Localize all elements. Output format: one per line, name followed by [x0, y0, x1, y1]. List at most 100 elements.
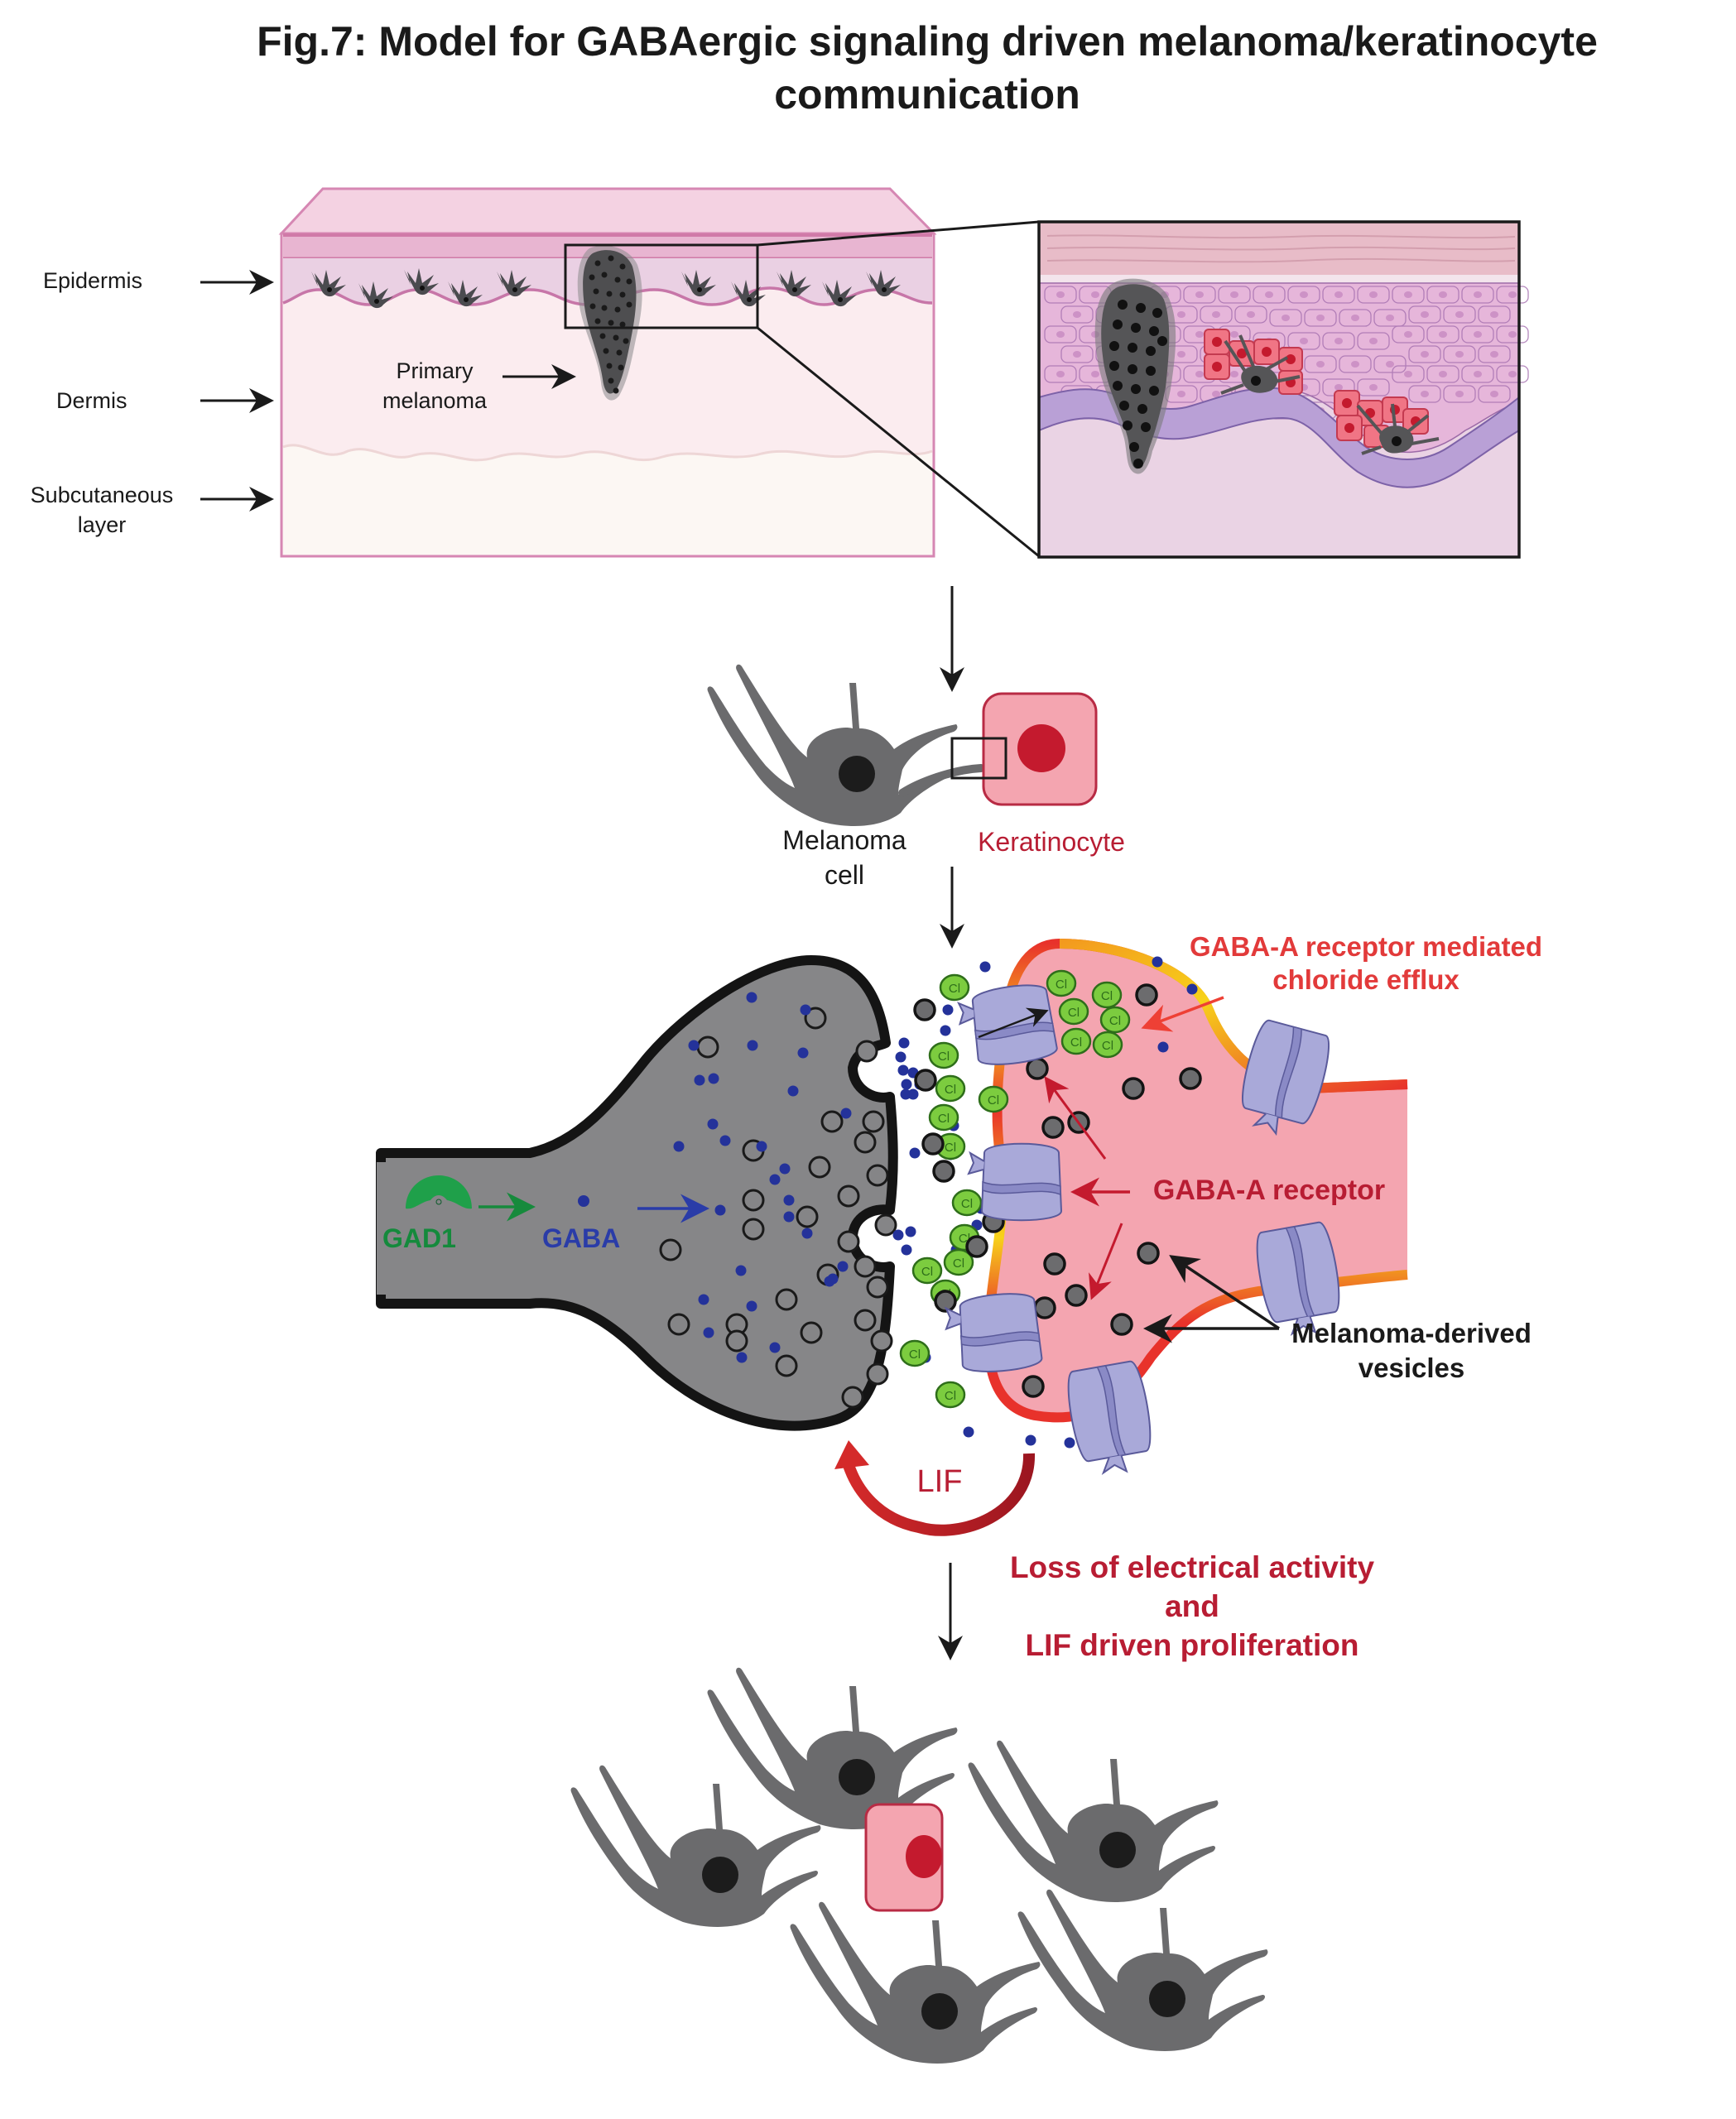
epidermal-cell-nucleus [1439, 371, 1447, 377]
figure-title: Fig.7: Model for GABAergic signaling dri… [0, 15, 1736, 121]
epidermal-cell-nucleus [1316, 315, 1325, 321]
chloride-ion [899, 1339, 931, 1367]
epidermal-cell [1304, 355, 1337, 373]
epidermal-cell-nucleus [1073, 351, 1081, 358]
label-melanoma-cell: Melanoma cell [762, 823, 927, 892]
epidermal-cell-nucleus [1282, 315, 1290, 321]
epidermal-cell-nucleus [1351, 315, 1359, 321]
epidermal-cell-nucleus [1195, 331, 1204, 338]
epidermal-cell-nucleus [1351, 361, 1359, 368]
gaba-molecule [707, 1118, 719, 1130]
melanoma-vesicle [742, 1189, 765, 1212]
gaba-molecule [698, 1294, 709, 1305]
epidermal-cell-nucleus [1177, 391, 1185, 397]
gaba-molecule [940, 1025, 951, 1036]
label-subcutaneous-line2: layer [77, 512, 127, 537]
keratinocyte-icon [864, 1803, 944, 1912]
primary-melanoma-tumor [577, 245, 642, 401]
melanoma-cell-icon [968, 1740, 1219, 1902]
epidermal-cell [1357, 332, 1390, 350]
gaba-molecule [694, 1074, 705, 1086]
epidermal-cell-nucleus [1177, 311, 1185, 318]
label-melanoma-derived-vesicles: Melanoma-derived vesicles [1275, 1316, 1548, 1386]
melanoma-vesicle [796, 1205, 819, 1228]
epidermal-cell [1357, 378, 1390, 396]
label-chloride-efflux-line2: chloride efflux [1272, 964, 1459, 995]
epidermal-cell-nucleus [1369, 384, 1378, 391]
gaba-molecule [703, 1327, 714, 1338]
epidermal-cell [1392, 365, 1425, 383]
epidermal-cell [1478, 385, 1511, 403]
epidermal-cell-nucleus [1195, 291, 1204, 298]
gaba-molecule [901, 1079, 912, 1090]
gaba-molecule [801, 1228, 813, 1239]
epidermal-cell-nucleus [1386, 361, 1394, 368]
melanoma-derived-vesicle [913, 998, 936, 1021]
epidermal-cell [1287, 332, 1320, 350]
epidermal-cell [1461, 365, 1494, 383]
outcome-line2: and [1165, 1589, 1219, 1623]
gaba-molecule [1025, 1434, 1036, 1446]
melanoma-vesicle [862, 1110, 885, 1133]
label-chloride-efflux-line1: GABA-A receptor mediated [1189, 931, 1543, 962]
gaba-molecule [783, 1194, 795, 1206]
epidermal-cell-nucleus [1230, 291, 1238, 298]
gaba-molecule [824, 1276, 835, 1287]
chloride-ion [1099, 1006, 1131, 1034]
epidermal-cell-nucleus [1056, 331, 1065, 338]
melanoma-terminal [376, 955, 898, 1431]
epidermal-cell-nucleus [1404, 291, 1412, 298]
epidermal-cell-nucleus [1247, 311, 1255, 318]
gaba-a-receptor-icon [942, 1290, 1044, 1377]
chloride-ion [939, 973, 970, 1002]
melanoma-derived-vesicle [1179, 1067, 1202, 1090]
chloride-ion [951, 1189, 983, 1217]
epidermal-cell-nucleus [1073, 311, 1081, 318]
gaba-molecule [688, 1040, 700, 1051]
melanoma-vesicle [866, 1362, 889, 1386]
gaba-molecule [747, 1040, 758, 1051]
gaba-molecule [708, 1073, 719, 1084]
epidermal-cell [1496, 286, 1529, 304]
epidermal-cell [1322, 332, 1355, 350]
gaba-molecule [800, 1004, 811, 1016]
label-epidermis: Epidermis [43, 268, 143, 293]
epidermal-cell [1044, 325, 1077, 344]
epidermal-cell-nucleus [1490, 391, 1498, 397]
outcome-line3: LIF driven proliferation [1025, 1628, 1359, 1662]
chloride-flow-arrow [978, 1007, 1049, 1039]
gaba-molecule [719, 1135, 731, 1146]
epidermal-cell [1044, 286, 1077, 304]
epidermal-cell-nucleus [1369, 338, 1378, 344]
melanoma-cell-icon [1017, 1889, 1268, 2051]
epidermal-cell-nucleus [1230, 371, 1238, 377]
melanoma-derived-vesicle [1041, 1116, 1065, 1139]
gaba-molecule [673, 1141, 685, 1152]
epidermal-cell [1461, 325, 1494, 344]
melanoma-vesicle [659, 1238, 682, 1261]
epidermal-cell-nucleus [1439, 291, 1447, 298]
epidermal-cell-nucleus [1490, 351, 1498, 358]
epidermal-cell-nucleus [1334, 338, 1343, 344]
melanoma-vesicle [837, 1184, 860, 1208]
epidermal-cell [1339, 309, 1372, 327]
melanoma-derived-vesicle [1065, 1284, 1088, 1307]
gaba-molecule [909, 1147, 921, 1159]
gaba-molecule [837, 1261, 849, 1272]
epidermal-cell [1443, 385, 1476, 403]
melanoma-derived-vesicle [1110, 1313, 1133, 1336]
melanoma-derived-vesicle [932, 1160, 955, 1183]
gaba-molecule [735, 1265, 747, 1276]
epidermal-cell [1496, 325, 1529, 344]
vesicle-pointer-arrow [1169, 1255, 1280, 1330]
melanoma-derived-vesicle [921, 1132, 945, 1156]
gad1-enzyme-icon [406, 1175, 472, 1209]
melanoma-vesicle [775, 1288, 798, 1311]
gaba-molecule [783, 1211, 795, 1223]
melanoma-keratinocyte-pair [707, 664, 1098, 826]
epidermal-cell [1443, 305, 1476, 324]
gaba-molecule [779, 1163, 791, 1175]
melanoma-vesicle [775, 1354, 798, 1377]
chloride-ion [935, 1074, 966, 1103]
epidermal-cell-nucleus [1316, 361, 1325, 368]
